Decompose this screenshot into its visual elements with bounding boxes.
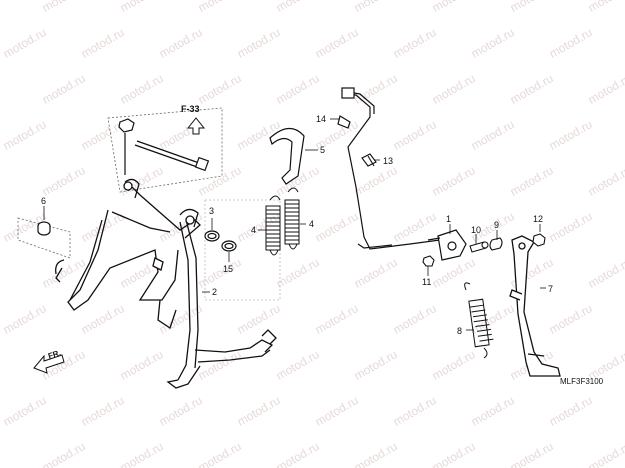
callout-3: 3: [209, 206, 215, 216]
reference-up-arrow: [186, 117, 206, 135]
leader-lines: [43, 118, 546, 331]
callout-4a: 4: [251, 225, 257, 235]
callout-12: 12: [533, 214, 544, 224]
callout-8: 8: [457, 326, 463, 336]
callout-9: 9: [494, 220, 500, 230]
clip-part-13: [361, 153, 377, 167]
callout-10: 10: [471, 225, 482, 235]
nut-part-12: [532, 233, 546, 247]
pin-and-collar-9-10: [469, 237, 503, 253]
assembly-reference-boxes: [17, 107, 281, 301]
bolt-part-11: [422, 255, 435, 267]
callout-15: 15: [223, 264, 234, 274]
callout-13: 13: [383, 156, 394, 166]
diagram-code: MLF3F3100: [560, 377, 604, 386]
callout-11: 11: [422, 277, 432, 287]
callout-4b: 4: [309, 219, 315, 229]
side-stand-switch-cable: [337, 87, 441, 250]
bolt-and-nut: [118, 118, 210, 175]
main-stand-part-2: [55, 178, 277, 389]
spring-part-8: [464, 282, 494, 359]
callout-1: 1: [446, 214, 452, 224]
o-rings-3-15: [204, 230, 237, 252]
side-stand-part-7: [509, 235, 561, 377]
callout-2: 2: [212, 287, 218, 297]
collar-part-6: [37, 221, 51, 236]
callout-7: 7: [548, 284, 554, 294]
springs-part-4: [265, 187, 300, 256]
front-direction-arrow: [33, 354, 65, 374]
callout-6: 6: [41, 196, 47, 206]
callout-14: 14: [316, 114, 327, 124]
spring-hook-part-5: [269, 127, 305, 185]
reference-label: F-33: [181, 104, 200, 114]
side-stand-switch-part-1: [427, 229, 467, 261]
callout-5: 5: [320, 145, 326, 155]
